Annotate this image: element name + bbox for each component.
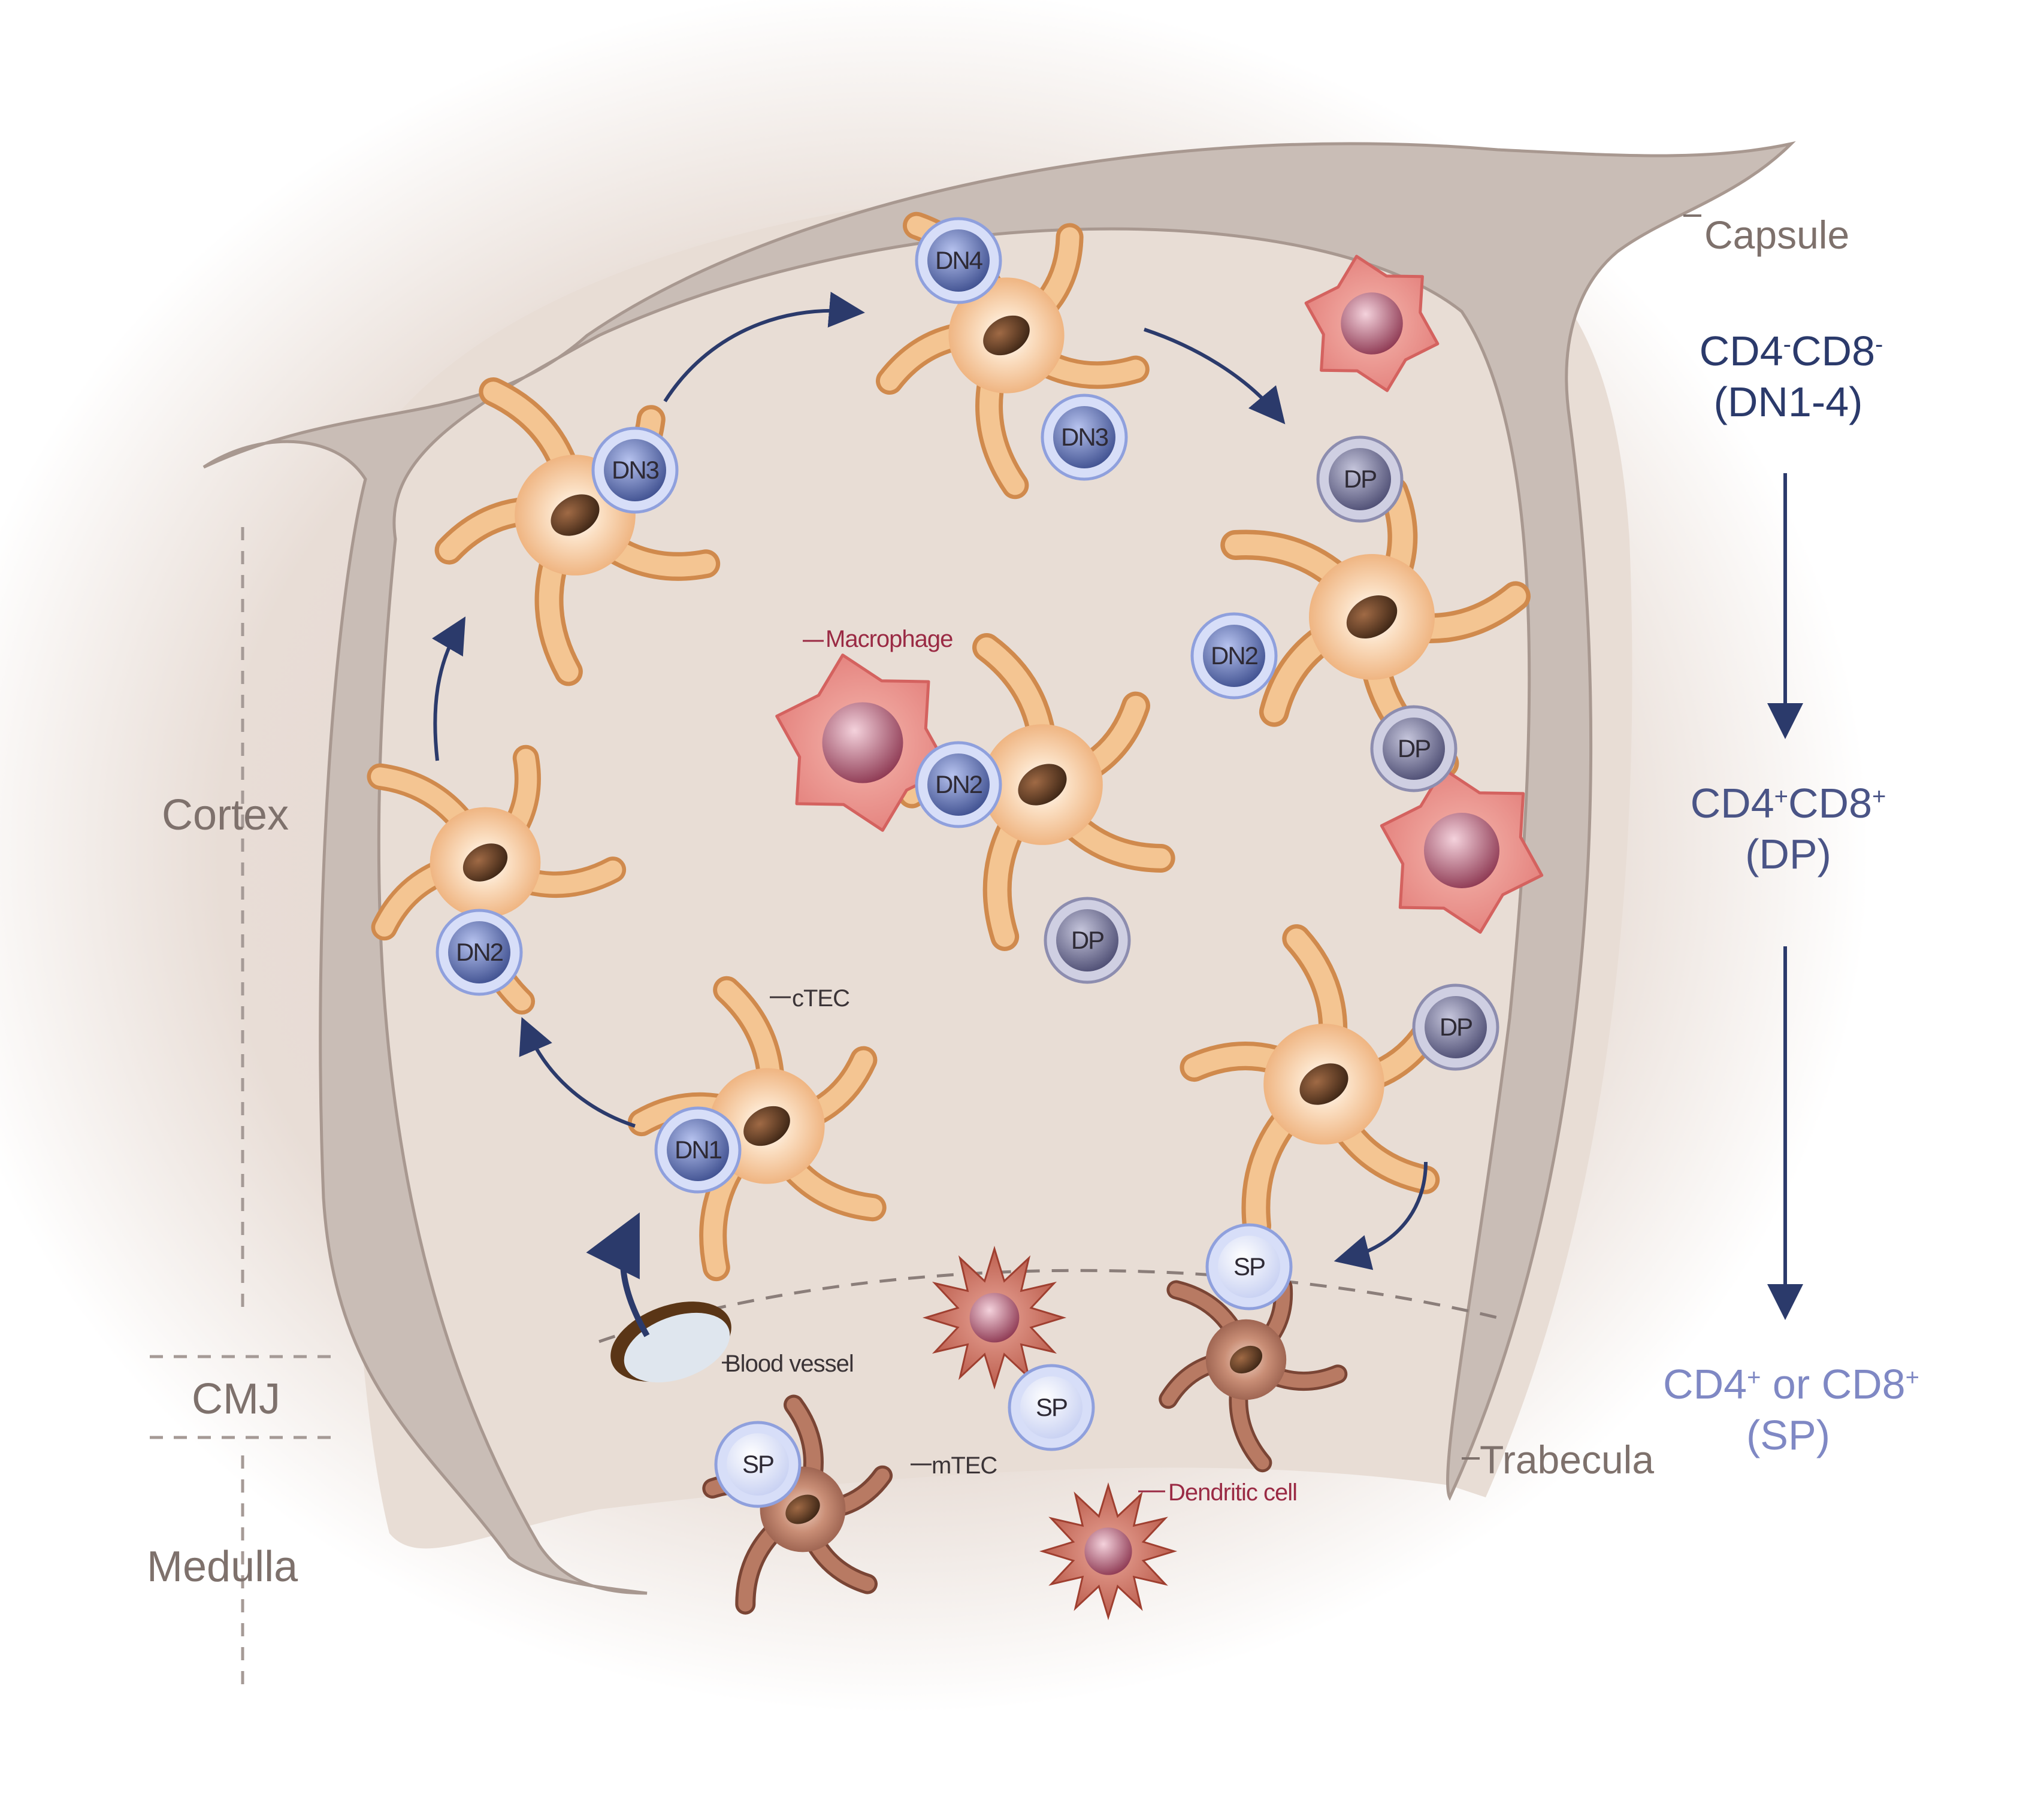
thymocyte-sp-3-label: SP xyxy=(742,1450,773,1478)
capsule-label: Capsule xyxy=(1704,213,1849,257)
thymocyte-dp-1: DP xyxy=(1316,435,1404,523)
arrow-dn3-to-dn4 xyxy=(663,292,865,402)
zone-dividers xyxy=(150,527,335,1695)
thymocyte-dn2-center: DN2 xyxy=(915,741,1002,828)
thymocyte-sp-1: SP xyxy=(1205,1223,1293,1310)
dendritic-cell-lower xyxy=(1039,1482,1178,1621)
thymocyte-dp-2: DP xyxy=(1370,705,1458,792)
thymocyte-dn2-left-label: DN2 xyxy=(456,938,503,966)
thymocyte-dn2-left: DN2 xyxy=(436,909,523,996)
thymocyte-sp-1-label: SP xyxy=(1233,1252,1265,1281)
ctec-right-lower xyxy=(1180,924,1446,1240)
stage-dn-label: CD4-CD8- xyxy=(1700,328,1883,374)
ctec-dn2-left xyxy=(367,744,627,1015)
thymocyte-dp-3-label: DP xyxy=(1071,926,1103,954)
thymocyte-dn2-center-label: DN2 xyxy=(935,770,982,798)
thymocyte-dp-4-label: DP xyxy=(1440,1013,1472,1041)
cmj-label: CMJ xyxy=(192,1375,280,1423)
thymocyte-dn2-right-label: DN2 xyxy=(1211,641,1258,670)
medulla-label: Medulla xyxy=(147,1543,298,1591)
macrophage-center xyxy=(775,653,950,832)
stage-dp-label: CD4+CD8+ xyxy=(1691,780,1886,827)
arrow-dn2-to-dn3 xyxy=(431,616,466,761)
ctec-right-upper xyxy=(1220,476,1531,779)
thymocyte-dn3-top: DN3 xyxy=(1041,394,1128,481)
trabecula-label: Trabecula xyxy=(1480,1437,1654,1482)
thymocyte-sp-3: SP xyxy=(714,1421,802,1508)
migration-arrows xyxy=(431,292,1428,1337)
arrow-dn4-to-dp xyxy=(1144,328,1286,425)
stage-dn-sublabel: (DN1-4) xyxy=(1714,379,1863,425)
thymocyte-sp-2: SP xyxy=(1008,1364,1095,1451)
thymocyte-dp-4: DP xyxy=(1412,983,1499,1071)
thymocyte-dn3-top-label: DN3 xyxy=(1061,423,1108,451)
thymocyte-dn1: DN1 xyxy=(654,1106,742,1194)
macrophage-right xyxy=(1380,767,1544,934)
thymocyte-dn2-right: DN2 xyxy=(1190,612,1278,700)
mtec-upper xyxy=(1159,1277,1348,1473)
arrow-dp-to-sp xyxy=(1334,1161,1428,1270)
thymocyte-dn3-left-label: DN3 xyxy=(612,456,659,484)
stage-sp-sublabel: (SP) xyxy=(1746,1412,1830,1458)
ctec-label: cTEC xyxy=(792,985,849,1012)
thymocyte-dp-3: DP xyxy=(1044,897,1131,984)
thymocyte-dn4-label: DN4 xyxy=(935,246,983,274)
thymocyte-dn1-label: DN1 xyxy=(675,1136,722,1164)
thymocyte-sp-2-label: SP xyxy=(1036,1393,1067,1421)
macrophage-label: Macrophage xyxy=(826,626,953,652)
arrow-dn1-to-dn2 xyxy=(519,1016,636,1128)
macrophage-top-right xyxy=(1304,255,1440,392)
thymocyte-dp-1-label: DP xyxy=(1344,465,1376,493)
stage-sp-label: CD4+ or CD8+ xyxy=(1663,1361,1919,1408)
capsule xyxy=(202,141,1796,1595)
thymocyte-dp-2-label: DP xyxy=(1398,734,1430,762)
blood-vessel-label: Blood vessel xyxy=(725,1351,854,1377)
thymocyte-dn3-left: DN3 xyxy=(591,426,679,514)
thymocyte-dn4: DN4 xyxy=(915,217,1002,304)
stage-legend: CD4-CD8- (DN1-4) CD4+CD8+ (DP) CD4+ or C… xyxy=(1663,328,1919,1458)
cortex-label: Cortex xyxy=(162,791,289,839)
dendritic-cell-label: Dendritic cell xyxy=(1168,1479,1297,1506)
arrow-bloodvessel-to-dn1 xyxy=(586,1212,650,1337)
mtec-label: mTEC xyxy=(932,1452,997,1479)
stage-dp-sublabel: (DP) xyxy=(1745,831,1831,877)
